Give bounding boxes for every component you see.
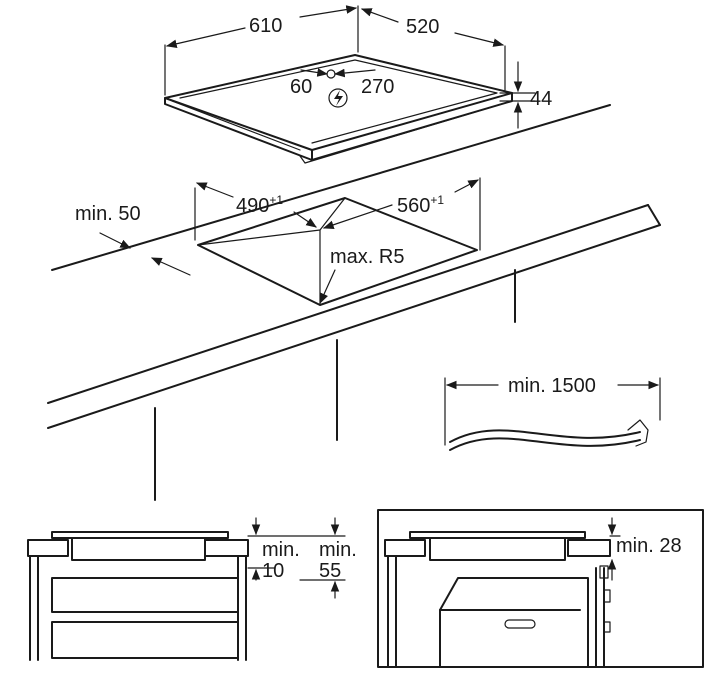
drawer-clearance-bottom-value: 55 bbox=[319, 560, 341, 582]
drawer-clearance-bottom-label: min. bbox=[319, 539, 357, 561]
oven-clearance-dimension: min. 28 bbox=[607, 517, 682, 581]
power-connection-icon bbox=[328, 88, 348, 108]
hob-depth-dimension: 520 bbox=[360, 8, 506, 91]
hob-drawing bbox=[164, 54, 513, 164]
front-distance-dimension: min. 50 bbox=[75, 203, 191, 276]
hob-width-dimension: 610 bbox=[164, 5, 359, 96]
cable-drawing bbox=[444, 377, 661, 451]
drawer-clearance-top-label: min. bbox=[262, 539, 300, 561]
hob-width-label: 610 bbox=[249, 15, 282, 37]
cutout-width-dimension: 490+1 bbox=[194, 182, 317, 241]
corner-radius-callout: max. R5 bbox=[319, 246, 404, 304]
drawer-clearance-dimensions: min. 10 min. 55 bbox=[251, 517, 357, 599]
oven-clearance-label: min. 28 bbox=[616, 535, 682, 557]
cutout-depth-label: 560+1 bbox=[397, 193, 444, 217]
worktop-drawing bbox=[47, 104, 661, 501]
cutout-width-label: 490+1 bbox=[236, 193, 283, 217]
drawer-clearance-top-value: 10 bbox=[262, 560, 284, 582]
hob-height-dimension: 44 bbox=[499, 61, 552, 129]
install-drawer-drawing bbox=[27, 531, 346, 661]
connection-dimension: 60 270 bbox=[290, 68, 394, 98]
hob-depth-label: 520 bbox=[406, 16, 439, 38]
connection-right-label: 270 bbox=[361, 76, 394, 98]
front-distance-label: min. 50 bbox=[75, 203, 141, 225]
cutout-depth-dimension: 560+1 bbox=[322, 177, 481, 251]
connection-left-label: 60 bbox=[290, 76, 312, 98]
install-oven-drawing bbox=[377, 509, 704, 668]
cable-length-dimension: min. 1500 bbox=[445, 375, 660, 397]
hob-height-label: 44 bbox=[530, 88, 552, 110]
corner-radius-label: max. R5 bbox=[330, 246, 404, 268]
cable-length-label: min. 1500 bbox=[508, 375, 596, 397]
